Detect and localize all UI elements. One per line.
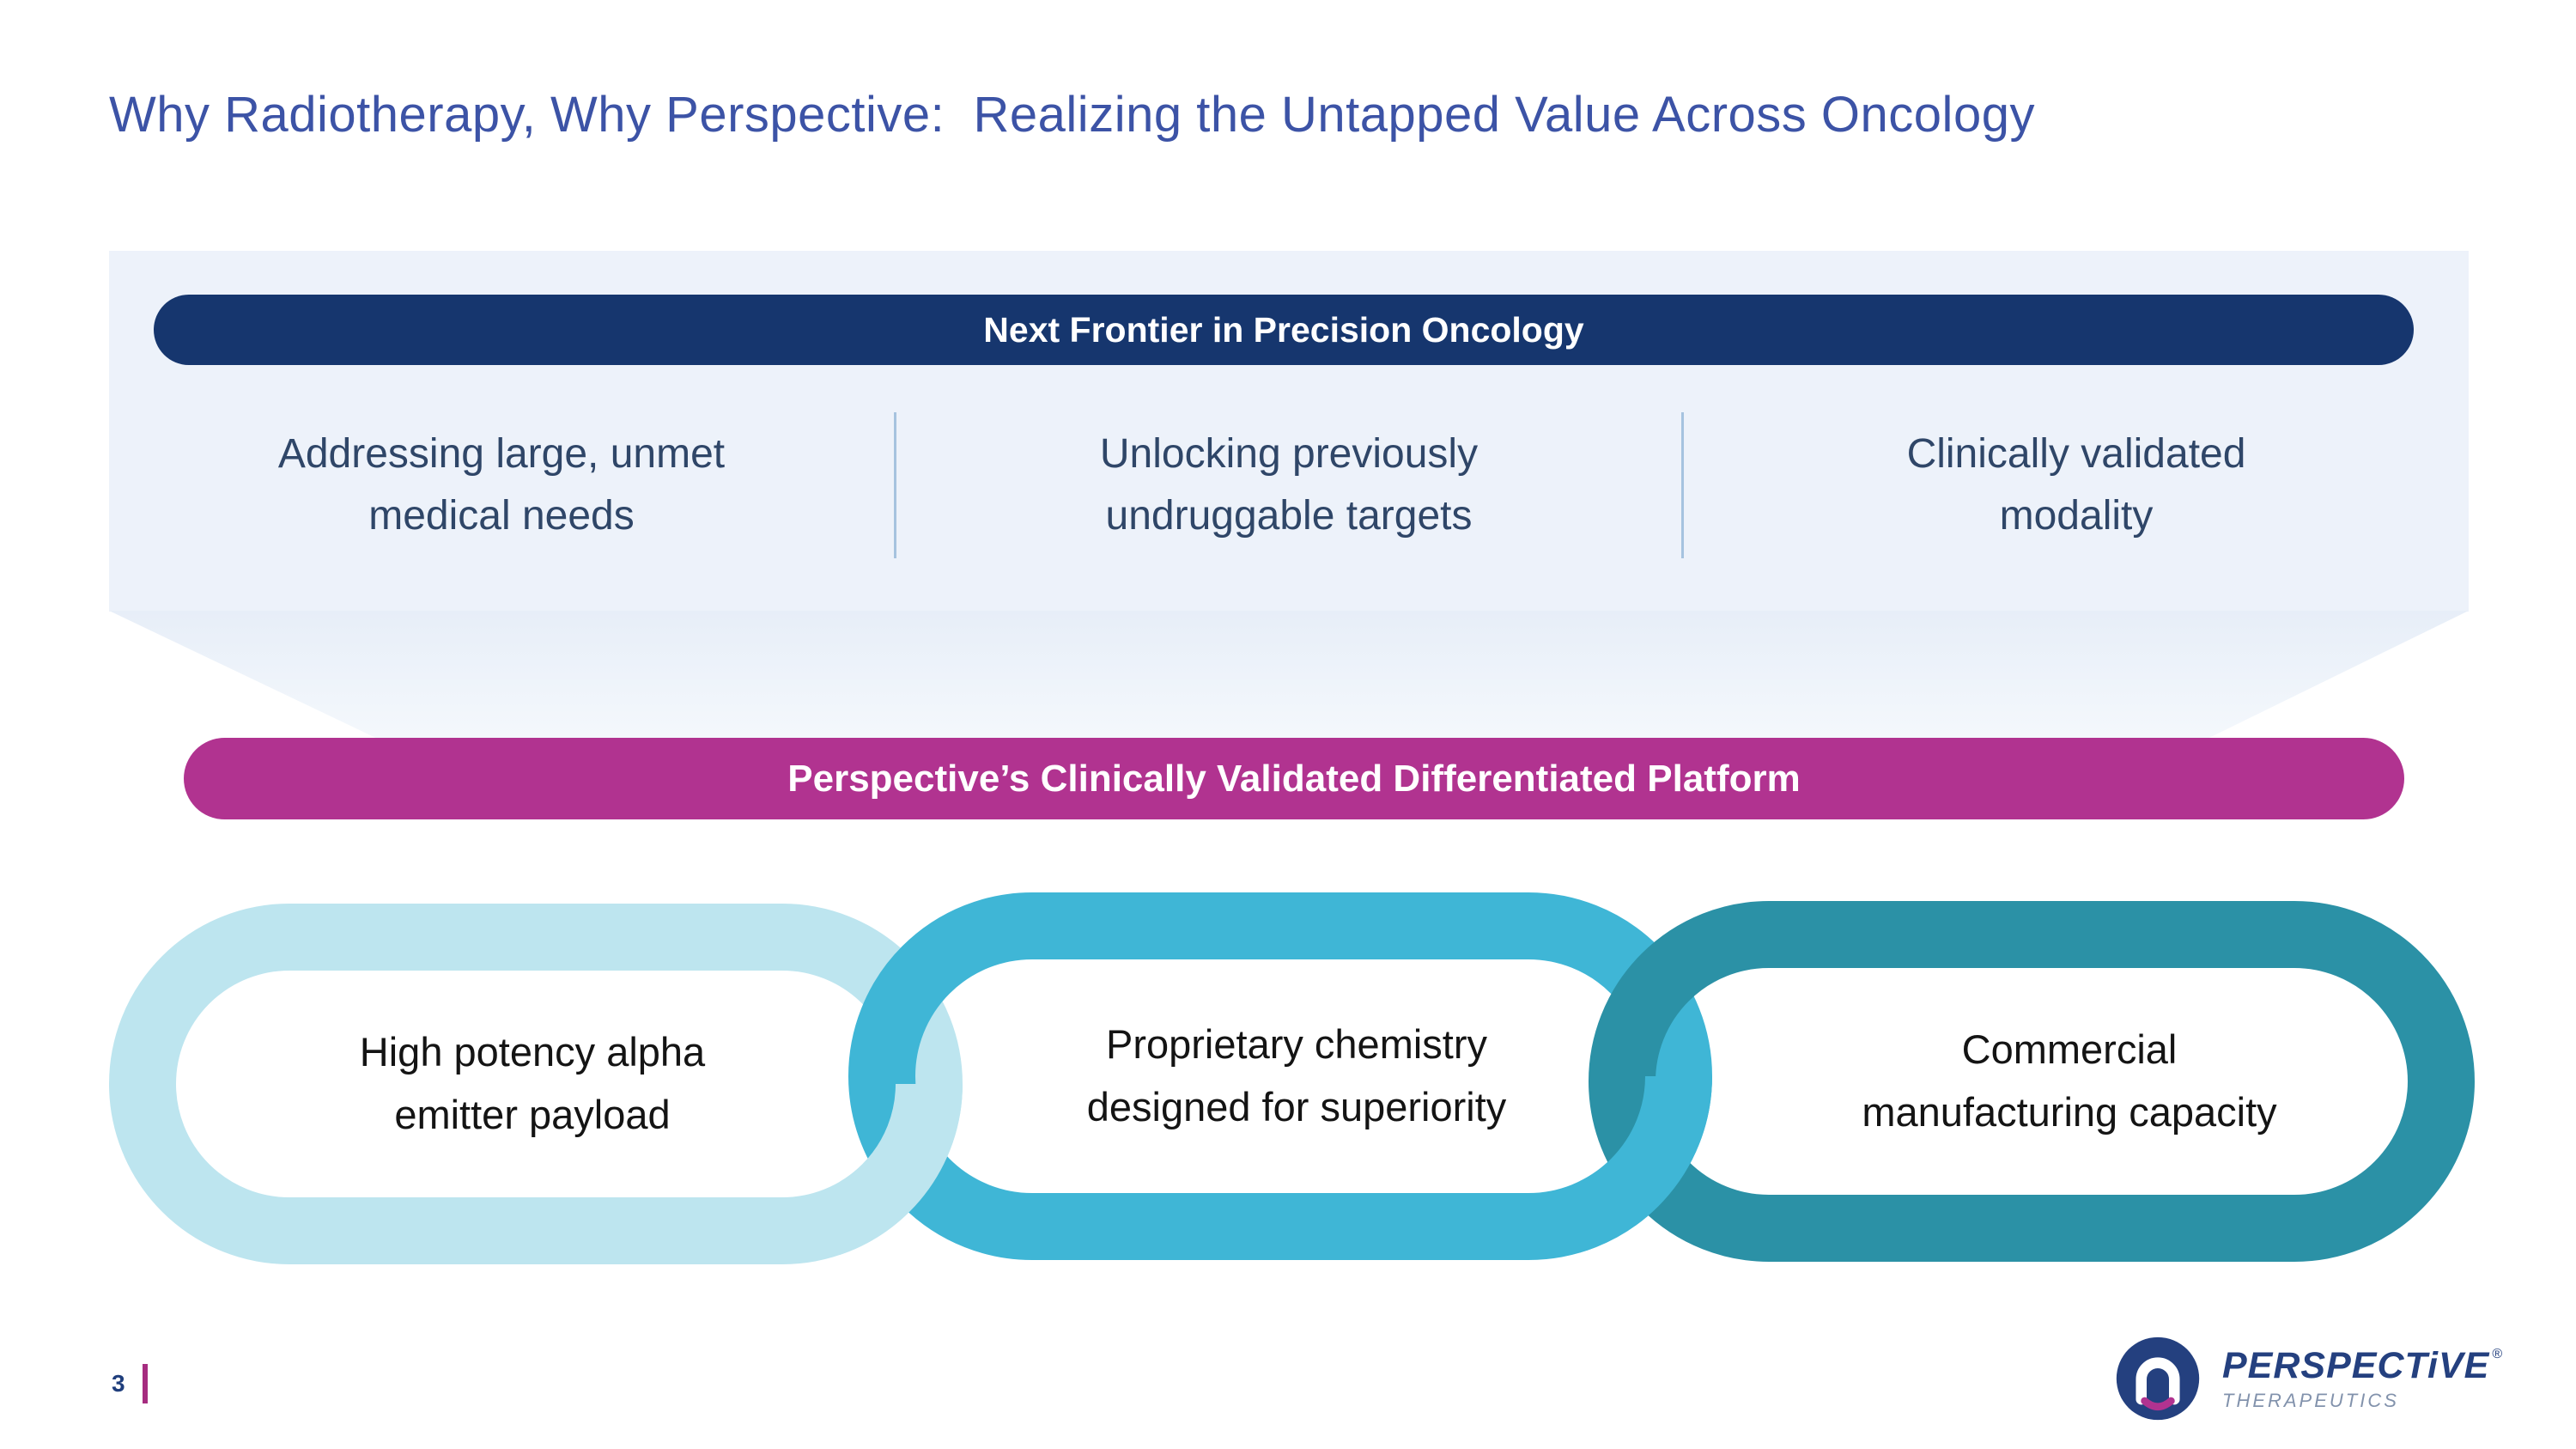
panel-item-validated-modality: Clinically validated modality	[1906, 431, 2246, 539]
logo-brand-name: PERSPECTiVE	[2222, 1345, 2490, 1386]
banner-platform: Perspective’s Clinically Validated Diffe…	[184, 738, 2404, 819]
logo-subbrand: THERAPEUTICS	[2222, 1390, 2399, 1411]
banner-next-frontier: Next Frontier in Precision Oncology	[154, 295, 2414, 365]
funnel-shape	[109, 611, 2469, 738]
panel-item-unmet-needs: Addressing large, unmet medical needs	[277, 431, 726, 539]
company-logo: PERSPECTiVE ® THERAPEUTICS	[2112, 1333, 2502, 1424]
logo-icon	[2116, 1336, 2200, 1421]
column-divider	[894, 412, 896, 558]
panel-item-undruggable-targets: Unlocking previously undruggable targets	[1099, 431, 1479, 539]
chain-diagram	[109, 892, 2475, 1264]
chain-label-payload: High potency alpha emitter payload	[359, 1029, 706, 1137]
registered-mark: ®	[2492, 1347, 2503, 1361]
chain-link-manufacturing	[1589, 901, 2475, 1262]
footer: 3	[112, 1364, 148, 1403]
slide-title: Why Radiotherapy, Why Perspective: Reali…	[109, 87, 2035, 143]
footer-accent-bar	[142, 1364, 148, 1403]
panel-columns: Addressing large, unmet medical needs Un…	[109, 387, 2469, 584]
page-number: 3	[112, 1370, 125, 1397]
chain-label-chemistry: Proprietary chemistry designed for super…	[1086, 1021, 1507, 1129]
chain-label-manufacturing: Commercial manufacturing capacity	[1862, 1026, 2277, 1135]
logo-text: PERSPECTiVE ® THERAPEUTICS	[2222, 1345, 2502, 1412]
column-divider	[1681, 412, 1684, 558]
